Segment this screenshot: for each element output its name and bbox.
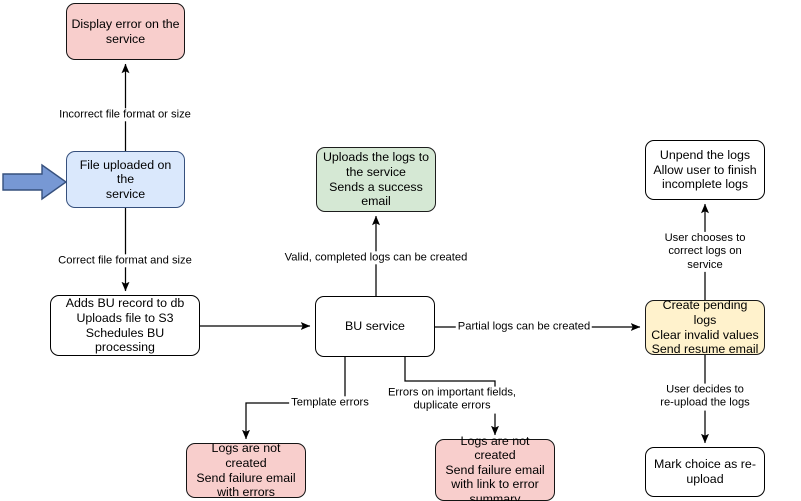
edge-label-valid-completed-logs: Valid, completed logs can be created (282, 251, 470, 265)
node-display-error[interactable]: Display error on the service (66, 3, 185, 60)
edge-label-errors-important-fields: Errors on important fields, duplicate er… (385, 386, 519, 414)
edge-label-incorrect-file-format: Incorrect file format or size (57, 108, 193, 122)
node-bu-service[interactable]: BU service (315, 296, 435, 357)
edge-label-correct-file-format: Correct file format and size (56, 254, 194, 268)
node-adds-bu-record[interactable]: Adds BU record to db Uploads file to S3 … (50, 295, 200, 356)
node-file-uploaded-on-the-service[interactable]: File uploaded on the service (66, 151, 185, 208)
node-create-pending-logs[interactable]: Create pending logs Clear invalid values… (645, 298, 765, 356)
node-unpend-the-logs[interactable]: Unpend the logs Allow user to finish inc… (645, 140, 765, 200)
edge-label-partial-logs: Partial logs can be created (455, 320, 593, 334)
edge-label-user-corrects-logs: User chooses to correct logs on service (657, 231, 753, 273)
node-logs-not-created-error-summary[interactable]: Logs are not created Send failure email … (435, 434, 555, 501)
edge-label-user-reupload-logs: User decides to re-upload the logs (657, 383, 753, 411)
edge-label-template-errors: Template errors (289, 396, 371, 410)
node-uploads-the-logs[interactable]: Uploads the logs to the service Sends a … (316, 147, 436, 212)
node-mark-choice-as-reupload[interactable]: Mark choice as re- upload (645, 447, 765, 497)
node-logs-not-created-template-errors[interactable]: Logs are not created Send failure email … (186, 441, 306, 499)
entry-block-arrow-icon (2, 163, 68, 201)
